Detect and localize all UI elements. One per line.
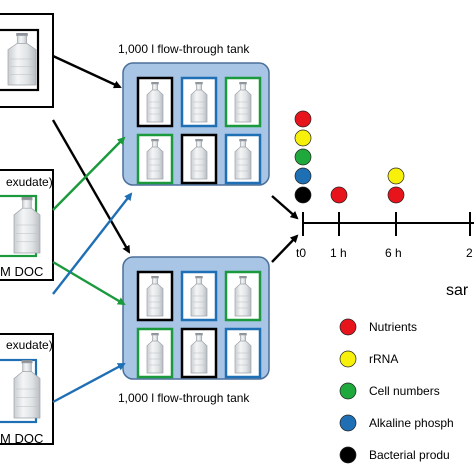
legend-label-bacterial-production: Bacterial produ <box>369 448 450 462</box>
tank-top-label: 1,000 l flow-through tank <box>118 42 250 56</box>
treatment-doc-bottom-label: M DOC <box>0 431 44 446</box>
tick-label-t0: t0 <box>296 246 307 260</box>
tank-to-timeline-arrow-2 <box>271 234 299 263</box>
treatment-bottle-1 <box>7 33 37 86</box>
treatment-box-2 <box>0 169 54 281</box>
sample-dot-red <box>330 186 348 204</box>
tank-bottle <box>146 276 164 317</box>
treatment-exudate-bottom-label: M DOC <box>0 264 44 279</box>
connector-arrow-6 <box>52 362 126 404</box>
connector-arrow-4 <box>52 260 126 306</box>
legend-dot-black <box>339 446 357 464</box>
connector-arrow-2 <box>51 119 131 254</box>
sample-dot-yellow <box>387 167 405 185</box>
tank-bottle <box>190 139 208 180</box>
connector-arrow-1 <box>52 54 122 89</box>
tank-bottle <box>234 139 252 180</box>
tank-bottle <box>146 82 164 123</box>
legend-label-alkaline-phosphatase: Alkaline phosph <box>369 416 454 430</box>
tank-bottle <box>190 82 208 123</box>
sample-dot-red <box>294 110 312 128</box>
connector-arrow-5 <box>52 192 133 295</box>
legend-dot-yellow <box>339 350 357 368</box>
tank-bottom <box>122 256 270 380</box>
legend-label-rrna: rRNA <box>369 352 399 366</box>
treatment-exudate-top-label: exudate) <box>6 175 53 189</box>
tank-bottle <box>190 276 208 317</box>
tick-label-1h: 1 h <box>330 246 347 260</box>
sample-dot-red <box>387 186 405 204</box>
sample-dot-green <box>294 148 312 166</box>
tank-bottle <box>190 333 208 374</box>
tank-top <box>122 62 270 186</box>
legend-dot-red <box>339 318 357 336</box>
tank-bottom-label: 1,000 l flow-through tank <box>118 391 250 405</box>
treatment-bottle-2 <box>13 197 41 254</box>
connector-arrow-3 <box>52 136 126 211</box>
legend-dot-blue <box>339 414 357 432</box>
tick-label-2: 2 <box>466 246 473 260</box>
treatment-box-3 <box>0 333 54 445</box>
tick-label-6h: 6 h <box>385 246 402 260</box>
tank-to-timeline-arrow-1 <box>271 195 299 220</box>
tank-bottle <box>146 139 164 180</box>
legend-label-cell-numbers: Cell numbers <box>369 384 440 398</box>
timeline-axis-label: sar <box>446 282 469 299</box>
tank-bottle <box>234 82 252 123</box>
tank-bottle <box>234 333 252 374</box>
legend-dot-green <box>339 382 357 400</box>
treatment-bottle-3 <box>13 360 41 419</box>
legend-label-nutrients: Nutrients <box>369 320 418 334</box>
sample-dot-yellow <box>294 129 312 147</box>
sample-dot-blue <box>294 167 312 185</box>
tank-bottle <box>146 333 164 374</box>
treatment-box-1 <box>0 13 54 108</box>
tank-bottle <box>234 276 252 317</box>
treatment-doc-top-label: exudate) <box>6 338 53 352</box>
sample-dot-black <box>294 186 312 204</box>
